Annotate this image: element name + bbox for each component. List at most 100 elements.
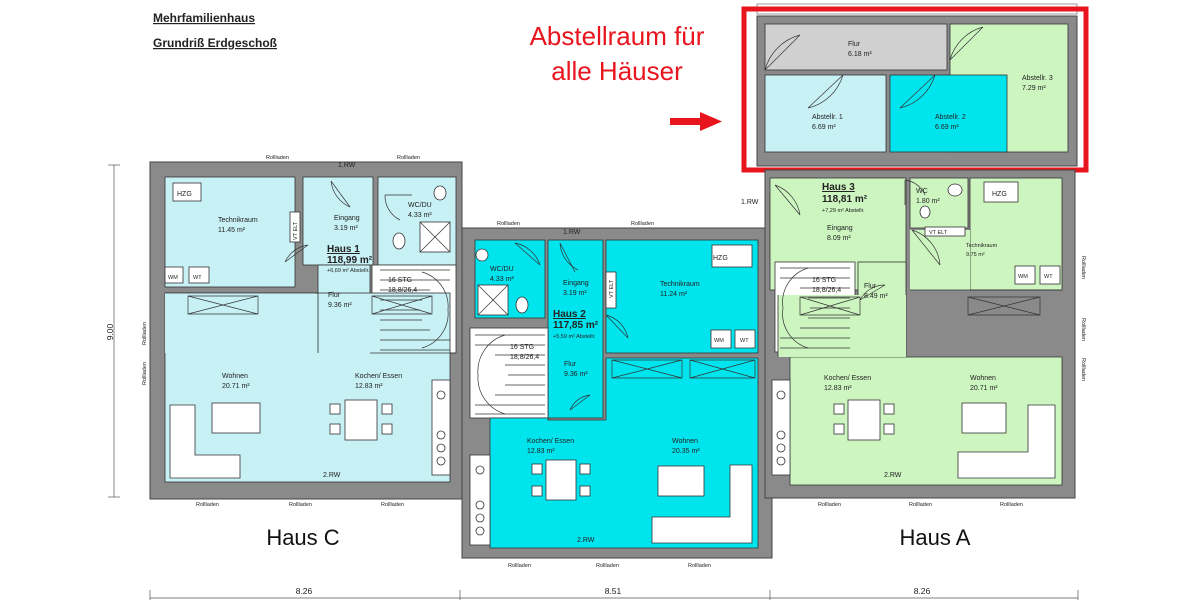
- house-2-hzg: HZG: [713, 255, 728, 262]
- house-a-roll-side-1: Rollladen: [1080, 256, 1086, 279]
- house-2-rooms: [469, 239, 759, 549]
- plan-subtitle: Grundriß Erdgeschoß: [153, 36, 277, 50]
- house-2-title: Haus 2: [553, 309, 586, 320]
- house-c-wohnen-area: 20.71 m²: [222, 383, 250, 390]
- storage-a1-area: 6.69 m²: [812, 124, 836, 131]
- house-2-wt: WT: [740, 338, 749, 344]
- house-2-wc-name: WC/DU: [490, 266, 514, 273]
- house-c-wt: WT: [193, 275, 202, 281]
- house-c-sub: +6,69 m² Abstellr.: [327, 268, 370, 274]
- house-2-wohnen-name: Wohnen: [672, 438, 698, 445]
- callout-arrow: [670, 112, 722, 131]
- dim-height: 9.00: [105, 323, 115, 340]
- house-c-wc-name: WC/DU: [408, 202, 432, 209]
- house-a-wc-name: WC: [916, 188, 928, 195]
- house-2-eingang-area: 3.19 m²: [563, 290, 587, 297]
- storage-room-2: [889, 74, 1008, 153]
- house-2-flur-area: 9.36 m²: [564, 371, 588, 378]
- house-a-technik-area: 9.75 m²: [966, 252, 985, 258]
- house-2-total: 117,85 m²: [553, 320, 599, 331]
- callout-line1: Abstellraum für: [530, 21, 705, 51]
- storage-flur-area: 6.18 m²: [848, 51, 872, 58]
- house-2-eingang-name: Eingang: [563, 280, 589, 287]
- house-c-kochen-area: 12.83 m²: [355, 383, 383, 390]
- house-2-kochen-area: 12.83 m²: [527, 448, 555, 455]
- house-c-rw1: 1.RW: [338, 162, 356, 169]
- house-a-vtelt: VT ELT: [929, 230, 948, 236]
- house-a-rw2: 2.RW: [884, 472, 902, 479]
- house-2-roll-bot-1: Rollladen: [508, 563, 531, 569]
- house-a-roll-bot-3: Rollladen: [1000, 502, 1023, 508]
- house-c-stair-1: 16 STG: [388, 277, 412, 284]
- house-c-total: 118,99 m²: [327, 255, 373, 266]
- dim-middle: 8.51: [605, 586, 622, 596]
- house-a-roll-bot-2: Rollladen: [909, 502, 932, 508]
- house-c-flur-name: Flur: [328, 292, 341, 299]
- house-a-rw1: 1.RW: [741, 199, 759, 206]
- storage-flur-name: Flur: [848, 41, 861, 48]
- house-a-wc-area: 1.80 m²: [916, 198, 940, 205]
- house-a-rooms: [769, 177, 1063, 486]
- house-c-roll-top-1: Rollladen: [266, 155, 289, 161]
- house-c-wm: WM: [168, 275, 178, 281]
- house-a-roll-side-2: Rollladen: [1080, 318, 1086, 341]
- storage-a2-area: 6.69 m²: [935, 124, 959, 131]
- storage-room-1: [764, 74, 887, 153]
- house-c-roll-bot-1: Rollladen: [196, 502, 219, 508]
- storage-a2-name: Abstellr. 2: [935, 114, 966, 121]
- house-2-stair-1: 16 STG: [510, 344, 534, 351]
- house-a-wohnen-area: 20.71 m²: [970, 385, 998, 392]
- dim-right: 8.26: [914, 586, 931, 596]
- storage-a3-area: 7.29 m²: [1022, 85, 1046, 92]
- house-a-sub: +7,29 m² Abstellr.: [822, 208, 865, 214]
- storage-annex: [756, 3, 1078, 167]
- house-a-total: 118,81 m²: [822, 194, 868, 205]
- house-2-roll-top-2: Rollladen: [631, 221, 654, 227]
- house-2-stair-2: 18,8/26,4: [510, 354, 539, 361]
- house-a-kochen-area: 12.83 m²: [824, 385, 852, 392]
- storage-corridor: [764, 23, 948, 71]
- house-c-flur-area: 9.36 m²: [328, 302, 352, 309]
- dimension-lines: [108, 164, 1079, 600]
- dim-left: 8.26: [296, 586, 313, 596]
- house-a-kochen-name: Kochen/ Essen: [824, 375, 871, 382]
- house-c-wc-area: 4.33 m²: [408, 212, 432, 219]
- house-a-label: Haus A: [900, 525, 971, 550]
- house-c-stair-2: 18,8/26,4: [388, 287, 417, 294]
- house-a-stair-2: 18,8/26,4: [812, 287, 841, 294]
- house-a-wm: WM: [1018, 274, 1028, 280]
- house-a-wohnen-name: Wohnen: [970, 375, 996, 382]
- house-a-roll-bot-1: Rollladen: [818, 502, 841, 508]
- house-c-roll-side-1: Rollladen: [142, 322, 148, 345]
- house-c-eingang-area: 3.19 m²: [334, 225, 358, 232]
- house-c-kochen-name: Kochen/ Essen: [355, 373, 402, 380]
- house-2-technik-name: Technikraum: [660, 281, 700, 288]
- house-a-eingang-area: 8.09 m²: [827, 235, 851, 242]
- house-a-hzg: HZG: [992, 191, 1007, 198]
- house-2-wc-area: 4.33 m²: [490, 276, 514, 283]
- house-c-technik-name: Technikraum: [218, 217, 258, 224]
- house-a-flur-name: Flur: [864, 283, 877, 290]
- house-a-eingang-name: Eingang: [827, 225, 853, 232]
- house-c-title: Haus 1: [327, 244, 360, 255]
- house-2-roll-bot-2: Rollladen: [596, 563, 619, 569]
- house-c-rooms: [164, 176, 457, 483]
- house-2-wohnen-area: 20.35 m²: [672, 448, 700, 455]
- house-a-roll-side-3: Rollladen: [1080, 358, 1086, 381]
- house-2-kochen-name: Kochen/ Essen: [527, 438, 574, 445]
- callout-line2: alle Häuser: [551, 56, 683, 86]
- house-a-stair-1: 16 STG: [812, 277, 836, 284]
- house-2-technik-area: 11.24 m²: [660, 291, 688, 298]
- house-c-wohnen-name: Wohnen: [222, 373, 248, 380]
- house-c-roll-side-2: Rollladen: [142, 362, 148, 385]
- house-a-title: Haus 3: [822, 182, 855, 193]
- storage-a3-name: Abstellr. 3: [1022, 75, 1053, 82]
- house-2-wm: WM: [714, 338, 724, 344]
- house-c-eingang-name: Eingang: [334, 215, 360, 222]
- house-c-rw2: 2.RW: [323, 472, 341, 479]
- house-c-roll-bot-2: Rollladen: [289, 502, 312, 508]
- house-2-rw1: 1.RW: [563, 229, 581, 236]
- house-2-roll-top-1: Rollladen: [497, 221, 520, 227]
- house-2-vtelt: VT ELT: [609, 279, 615, 298]
